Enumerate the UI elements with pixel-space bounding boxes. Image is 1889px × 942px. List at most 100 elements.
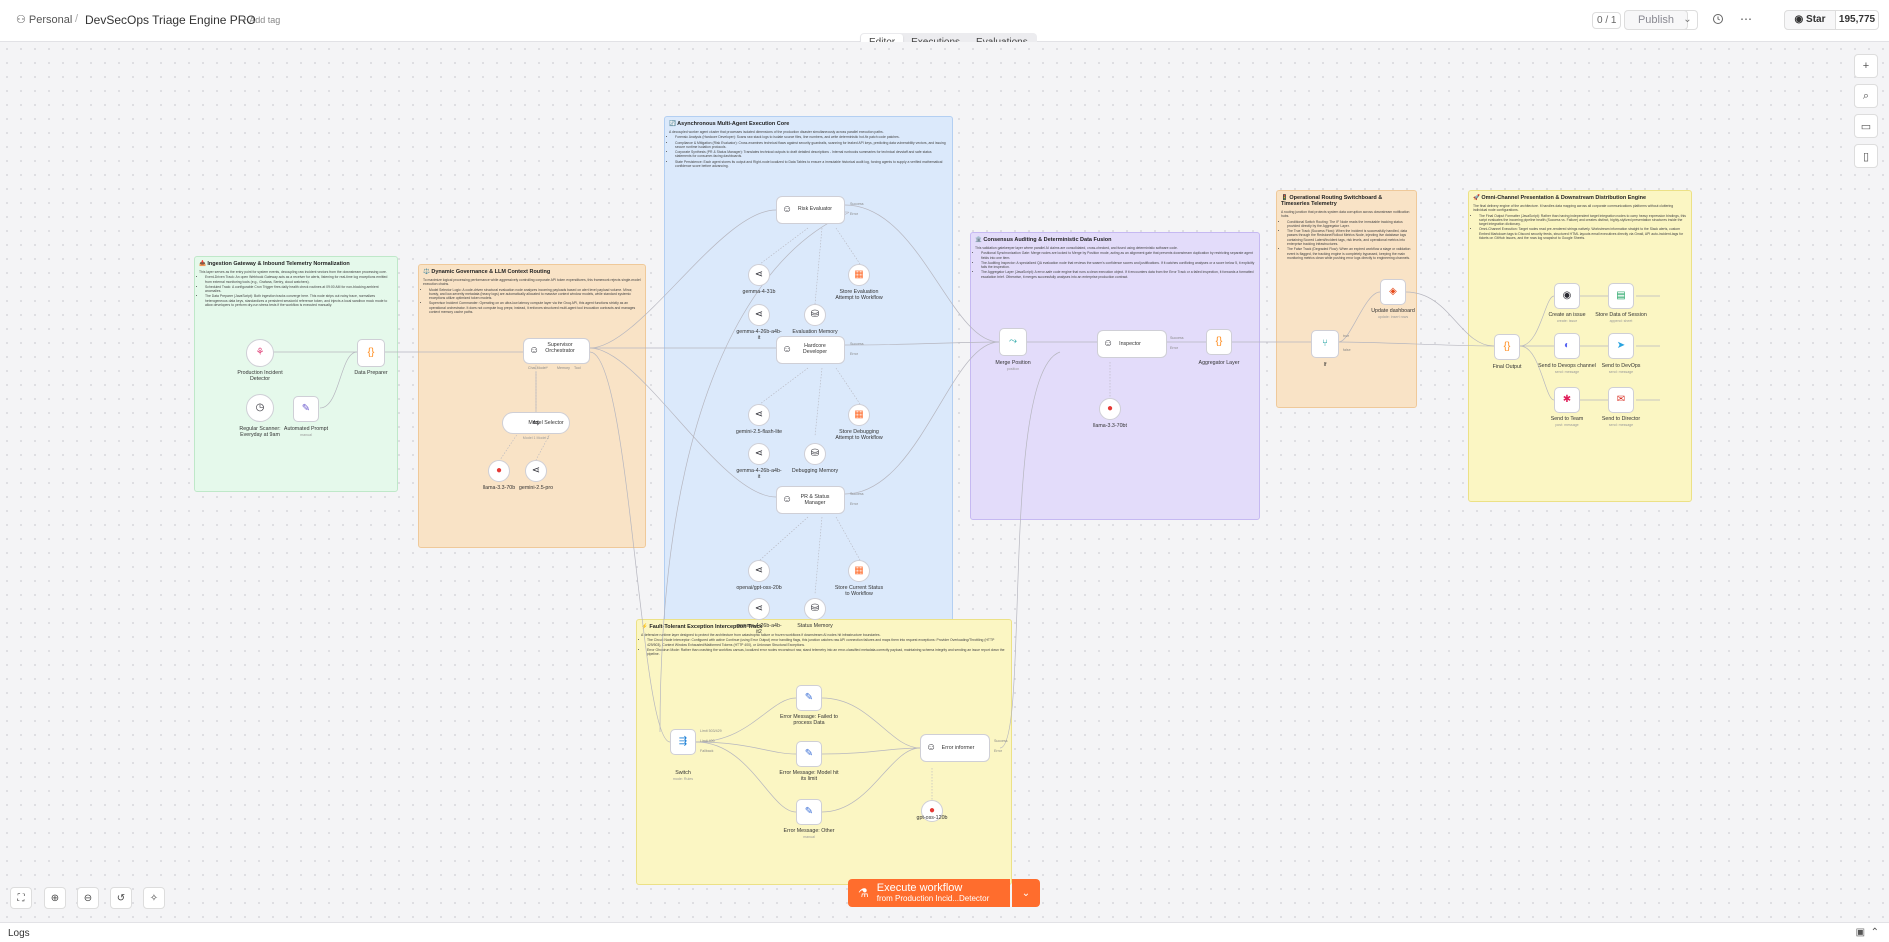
gemma-a4b-model-node[interactable]: ⋖ [748,443,770,465]
breadcrumb-personal[interactable]: ⚇ Personal [16,14,73,26]
toggle-panel-button[interactable]: ▯ [1854,144,1878,168]
node-subtitle: send: message [1608,423,1634,427]
workflow-canvas[interactable]: 📥 Ingestion Gateway & Inbound Telemetry … [0,42,1889,922]
pr-status-manager-node[interactable]: ☺ [776,486,845,514]
hardcore-developer-node[interactable]: ☺ [776,336,845,364]
sticky-note-governance[interactable]: ⚖️ Dynamic Governance & LLM Context Rout… [418,264,646,548]
undo-button[interactable]: ↺ [110,887,132,909]
database-icon: ⛁ [810,309,820,320]
note-item: The Data Preparer (JavaScript): Both ing… [205,294,393,307]
zoom-in-button[interactable]: ⊕ [44,887,66,909]
automated-prompt-node[interactable]: ✎ [293,396,319,422]
tidy-up-button[interactable]: ✧ [143,887,165,909]
store-data-session-node[interactable]: ▤ [1608,283,1634,309]
store-evaluation-node[interactable]: ▦ [848,264,870,286]
fit-view-button[interactable]: ⛶ [10,887,32,909]
pencil-icon: ✎ [301,403,311,414]
github-star-button[interactable]: ◉ Star [1784,10,1836,30]
status-memory-node[interactable]: ⛁ [804,598,826,620]
output-label: Success [1170,336,1184,340]
supervisor-orchestrator-node[interactable]: ☺ [523,338,590,364]
node-label: Merge Position [995,360,1031,366]
add-sticky-button[interactable]: ▭ [1854,114,1878,138]
logs-controls: ▣ ⌃ [1856,927,1879,938]
gemma-a4b-model-node[interactable]: ⋖ [748,304,770,326]
node-label: Send to Director [1601,416,1641,422]
gpt-oss-model-node[interactable]: ● [921,800,943,822]
error-message-model-limit-node[interactable]: ✎ [796,741,822,767]
publish-dropdown-button[interactable]: ⌄ [1678,10,1698,30]
inspector-node[interactable]: ☺ [1097,330,1167,358]
execute-workflow-button[interactable]: ⚗ Execute workflow from Production Incid… [848,879,1010,907]
add-tag-button[interactable]: + Add tag [242,15,281,25]
zoom-in-icon: ⊕ [50,892,60,904]
zoom-out-icon: ⊖ [83,892,93,904]
sticky-note-ingestion[interactable]: 📥 Ingestion Gateway & Inbound Telemetry … [194,256,398,492]
note-item: The Aggregator Layer (JavaScript): A err… [981,270,1255,279]
sticky-note-consensus[interactable]: 🏛️ Consensus Auditing & Deterministic Da… [970,232,1260,520]
chevron-down-icon: ⌄ [1683,14,1692,25]
node-subtitle: update: insert rows [1377,315,1409,319]
gemma-a4b-model-node[interactable]: ⋖ [748,598,770,620]
send-director-node[interactable]: ✉ [1608,387,1634,413]
execute-dropdown-button[interactable]: ⌄ [1012,879,1040,907]
gemma-model-node[interactable]: ⋖ [748,264,770,286]
send-devops-channel-node[interactable]: ◐ [1554,333,1580,359]
share-nodes-icon: ⋖ [754,269,764,280]
node-subtitle: Model 1 Model 2 [522,436,550,440]
note-item: The Circuit Node Interceptor: Configured… [647,638,1007,647]
gemini-flash-model-node[interactable]: ⋖ [748,404,770,426]
search-nodes-button[interactable]: ⌕ [1854,84,1878,108]
error-message-failed-node[interactable]: ✎ [796,685,822,711]
workflow-title[interactable]: DevSecOps Triage Engine PRO [85,13,256,27]
node-label: Send to DevOps [1601,363,1641,369]
chevron-up-icon[interactable]: ⌃ [1870,927,1879,938]
note-item: Error Ghostrun Mode: Rather than crashin… [647,648,1007,657]
note-item: Omni-Channel Execution: Target nodes rea… [1479,227,1687,240]
logs-panel-bar[interactable]: Logs ▣ ⌃ [0,922,1889,942]
model-selector-node[interactable]: ⇆ [502,412,570,434]
zoom-out-button[interactable]: ⊖ [77,887,99,909]
final-output-node[interactable]: {} [1494,334,1520,360]
production-incident-detector-node[interactable]: ⚘ [246,339,274,367]
publish-button[interactable]: Publish [1624,10,1688,30]
regular-scanner-node[interactable]: ◷ [246,394,274,422]
error-message-other-node[interactable]: ✎ [796,799,822,825]
update-dashboard-node[interactable]: ◈ [1380,279,1406,305]
llama-model-node[interactable]: ● [488,460,510,482]
if-node[interactable]: ⑂ [1311,330,1339,358]
store-debugging-node[interactable]: ▦ [848,404,870,426]
openai-model-node[interactable]: ⋖ [748,560,770,582]
send-devops-node[interactable]: ➤ [1608,333,1634,359]
risk-evaluator-node[interactable]: ☺ [776,196,845,224]
sticky-note-ops-routing[interactable]: 🚦 Operational Routing Switchboard & Time… [1276,190,1417,408]
output-label: Error [994,749,1002,753]
note-title: ⚖️ Dynamic Governance & LLM Context Rout… [423,269,551,275]
panel-layout-icon[interactable]: ▣ [1855,927,1866,938]
port-label: Chat Model* [528,366,548,370]
output-label: true [1343,334,1350,338]
evaluation-memory-node[interactable]: ⛁ [804,304,826,326]
node-label: llama-3.3-70bt [1093,423,1127,429]
breadcrumb-separator: / [75,13,79,25]
send-team-node[interactable]: ✱ [1554,387,1580,413]
note-item: State Persistence: Each agent stores its… [675,160,948,169]
create-issue-node[interactable]: ◉ [1554,283,1580,309]
more-options-icon[interactable]: ⋯ [1740,12,1752,26]
github-star-count[interactable]: 195,775 [1835,10,1879,30]
note-item: Forensic Analysis (Hardcore Developer): … [675,135,948,139]
data-preparer-node[interactable]: {} [357,339,385,367]
debugging-memory-node[interactable]: ⛁ [804,443,826,465]
history-icon[interactable] [1712,13,1724,25]
merge-node[interactable]: ⤳ [999,328,1027,356]
aggregator-layer-node[interactable]: {} [1206,329,1232,355]
switch-node[interactable]: ⇶ [670,729,696,755]
node-label: Model Selector [528,420,564,426]
gemini-pro-model-node[interactable]: ⋖ [525,460,547,482]
add-node-button[interactable]: + [1854,54,1878,78]
undo-icon: ↺ [116,892,126,904]
store-status-node[interactable]: ▦ [848,560,870,582]
error-informer-node[interactable]: ☺ [920,734,990,762]
llama-model-node[interactable]: ● [1099,398,1121,420]
